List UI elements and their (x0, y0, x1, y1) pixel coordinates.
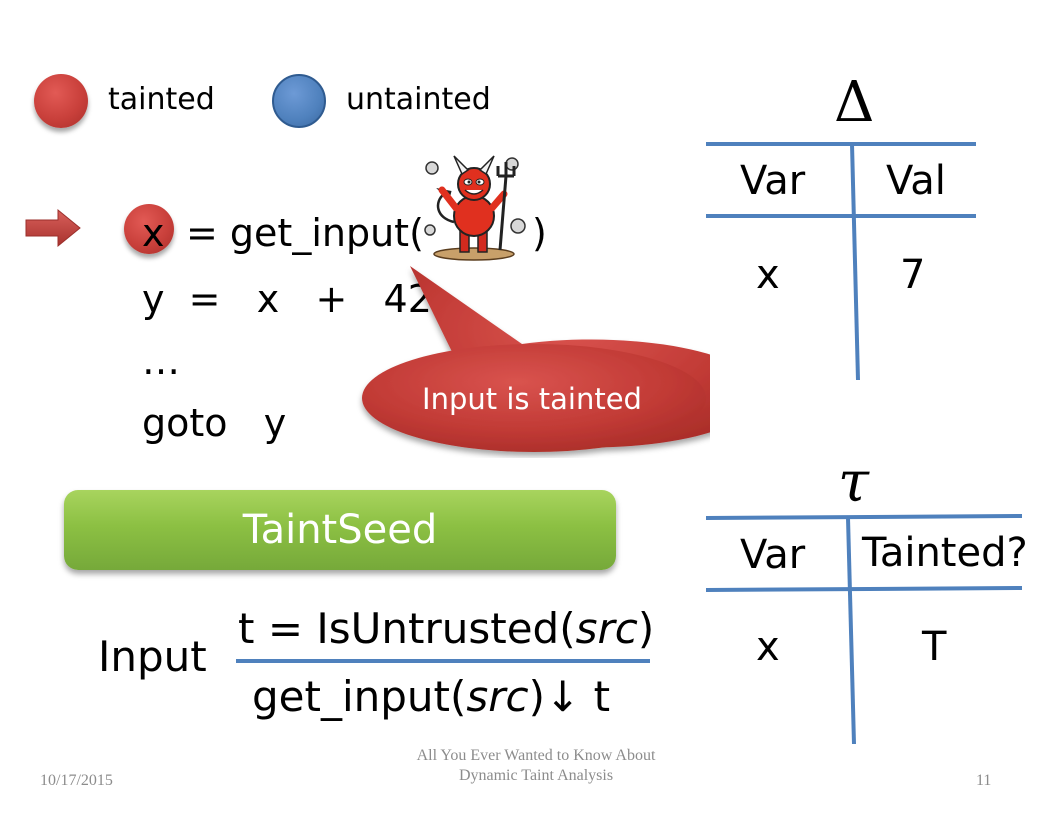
delta-header-var: Var (740, 158, 806, 204)
rule-conclusion: get_input(src)↓ t (252, 672, 611, 721)
footer-title-line-1: All You Ever Wanted to Know About (416, 747, 656, 764)
rule-name: Input (98, 632, 207, 681)
code-line-1-var: x (142, 211, 165, 255)
delta-header-val: Val (886, 158, 946, 204)
tau-row-tainted: T (922, 624, 947, 670)
tainted-x-marker (124, 204, 174, 254)
delta-symbol: Δ (834, 70, 875, 135)
untainted-legend-label: untainted (346, 82, 491, 117)
code-line-1-close-paren: ) (532, 211, 547, 255)
rule-divider-line (236, 659, 650, 663)
tau-header-tainted: Tainted? (862, 530, 1028, 576)
tau-table-lines (705, 514, 1023, 745)
taintseed-label-box: TaintSeed (64, 490, 616, 570)
code-line-1-call: = get_input( (186, 211, 424, 255)
delta-table-lines (706, 142, 976, 381)
untainted-legend-dot (272, 74, 326, 128)
delta-row-var: x (756, 252, 780, 298)
footer-title-line-2: Dynamic Taint Analysis (458, 767, 614, 784)
tainted-legend-label: tainted (108, 82, 215, 117)
footer-date: 10/17/2015 (40, 772, 113, 789)
code-line-2: y = x + 42 (142, 277, 432, 321)
code-line-4: goto y (142, 401, 287, 445)
footer-page-number: 11 (976, 772, 992, 789)
tainted-legend-dot (34, 74, 88, 128)
footer-title: All You Ever Wanted to Know About Dynami… (330, 746, 742, 786)
callout-text: Input is tainted (422, 382, 642, 416)
tau-row-var: x (756, 624, 780, 670)
devil-icon (424, 155, 526, 261)
current-line-arrow-icon (25, 208, 81, 248)
callout-bubble (362, 266, 710, 452)
rule-premise: t = IsUntrusted(src) (238, 604, 655, 653)
delta-row-val: 7 (900, 252, 926, 298)
code-line-3: … (142, 339, 180, 383)
tau-symbol: τ (838, 450, 869, 515)
tau-header-var: Var (740, 532, 806, 578)
